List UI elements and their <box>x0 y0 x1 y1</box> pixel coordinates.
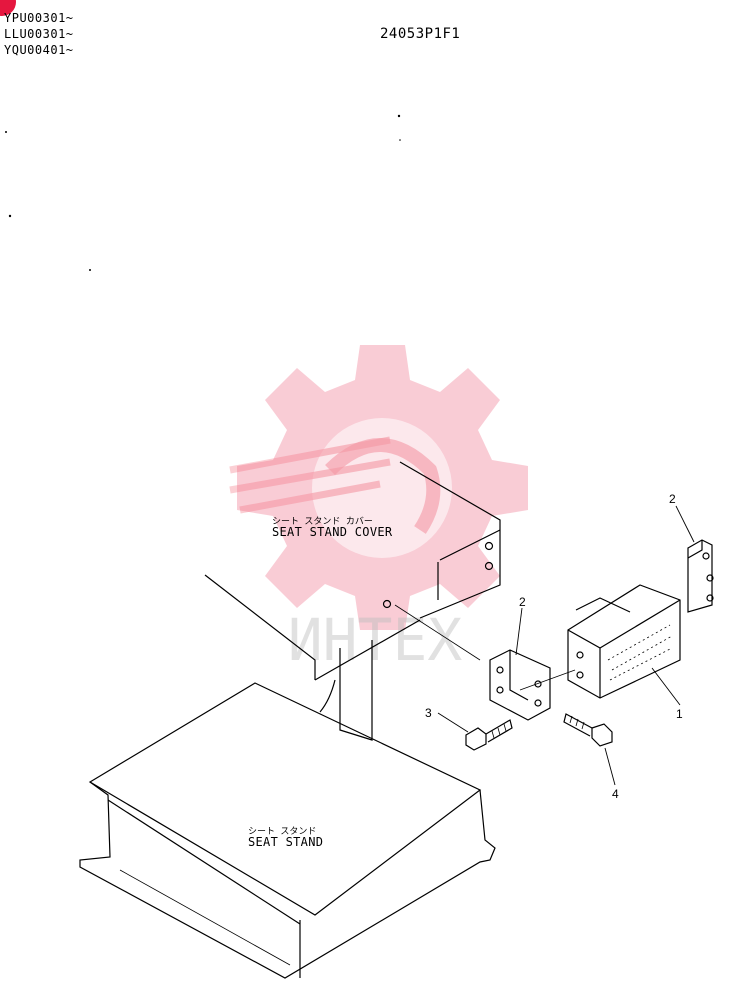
stand-label-en: SEAT STAND <box>248 835 323 849</box>
stand-post-curve <box>319 679 336 713</box>
block-outline <box>567 584 681 699</box>
callout-2-rear: 2 <box>669 492 676 506</box>
cover-label-en: SEAT STAND COVER <box>272 525 393 539</box>
callout-1: 1 <box>676 707 683 721</box>
block-top-edge <box>599 599 681 649</box>
stand-side-line <box>107 799 301 925</box>
block-leader <box>519 669 576 691</box>
watermark-text: ИНТЕХ <box>288 606 463 674</box>
part-2-bracket-rear <box>687 539 714 613</box>
leader-4 <box>604 747 616 786</box>
serial-range: LLU00301~ <box>4 27 74 41</box>
cover-hole <box>484 541 494 551</box>
cover-edge-right <box>399 461 501 619</box>
cover-hole <box>484 561 494 571</box>
callout-4: 4 <box>612 787 619 801</box>
bracket-hole <box>496 666 504 674</box>
serial-range-list: YPU00301~ LLU00301~ YQU00401~ <box>4 10 74 58</box>
cover-bottom-edge <box>314 619 421 681</box>
bracket-hole <box>496 686 504 694</box>
leader-3 <box>437 712 469 733</box>
cover-label-jp: シート スタンド カバー <box>272 516 373 527</box>
figure-code: 24053P1F1 <box>380 26 461 42</box>
serial-range: YPU00301~ <box>4 11 74 25</box>
block-front-edge <box>567 629 601 698</box>
part-3-bolt <box>465 719 513 751</box>
bracket-hole <box>534 699 542 707</box>
leader-lines <box>437 505 695 786</box>
bolt-thread <box>491 723 507 739</box>
stand-body <box>79 781 496 979</box>
leader-2-front <box>515 607 523 656</box>
watermark-swoosh <box>325 438 441 534</box>
stand-post <box>339 640 373 741</box>
bracket-fold <box>509 650 529 701</box>
bracket-hole <box>706 594 714 602</box>
bolt-shank <box>563 713 593 737</box>
block-texture <box>607 624 673 681</box>
serial-range: YQU00401~ <box>4 43 74 57</box>
bolt-thread <box>569 715 585 730</box>
bracket-hole <box>706 574 714 582</box>
cover-edge-left <box>204 574 316 680</box>
seat-stand <box>79 682 496 979</box>
leader-1 <box>651 667 681 706</box>
scan-specks <box>5 114 401 271</box>
callout-3: 3 <box>425 706 432 720</box>
bolt-head <box>465 727 487 751</box>
block-hole <box>576 651 584 659</box>
bracket-hole <box>702 552 710 560</box>
stand-top <box>88 682 482 916</box>
leader-2-rear <box>675 505 695 543</box>
bracket-plate <box>687 539 713 613</box>
cover-hole <box>382 599 392 609</box>
part-4-bolt <box>563 713 613 747</box>
block-hole <box>576 671 584 679</box>
seat-stand-cover <box>204 461 501 741</box>
stand-label-jp: シート スタンド <box>248 826 316 837</box>
bracket-flange <box>687 540 703 559</box>
watermark-streaks <box>229 436 391 514</box>
hole-leader <box>394 604 481 661</box>
block-step <box>575 597 631 613</box>
watermark-hole <box>312 418 452 558</box>
part-1-cover-block <box>519 584 681 699</box>
bracket-hole <box>534 680 542 688</box>
cover-top-edge <box>439 529 501 561</box>
stand-flange <box>119 869 291 966</box>
watermark-inner <box>229 418 452 558</box>
part-2-bracket-front <box>489 649 551 721</box>
bolt-head <box>591 723 613 747</box>
callout-2-front: 2 <box>519 595 526 609</box>
